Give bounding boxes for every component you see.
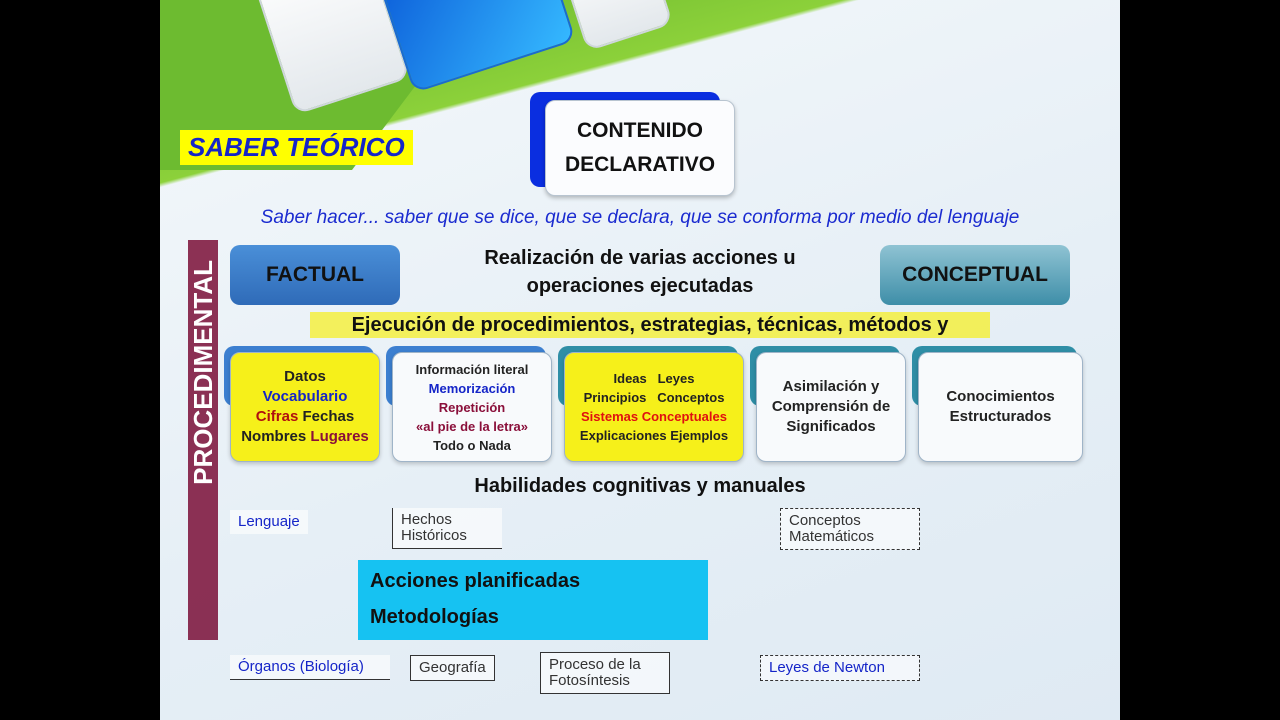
nombres: Nombres bbox=[241, 428, 307, 445]
sistemas-conceptuales: Sistemas Conceptuales bbox=[581, 409, 727, 424]
info-literal: Información literal bbox=[415, 361, 529, 377]
factual-label: FACTUAL bbox=[266, 263, 364, 286]
ejemplos: Ejemplos bbox=[670, 428, 729, 443]
asimilacion-card: Asimilación y Comprensión de Significado… bbox=[756, 352, 906, 462]
title-line2: DECLARATIVO bbox=[564, 153, 716, 176]
overlay-habilidades: Habilidades cognitivas y manuales bbox=[474, 475, 806, 497]
lugares: Lugares bbox=[310, 428, 369, 445]
conceptos: Conceptos bbox=[657, 390, 725, 405]
leyes: Leyes bbox=[657, 371, 695, 386]
informacion-card: Información literal Memorización Repetic… bbox=[392, 352, 552, 462]
example-matematicos: Conceptos Matemáticos bbox=[780, 508, 920, 550]
cifras: Cifras bbox=[255, 408, 299, 425]
overlay-acciones: Acciones planificadas bbox=[370, 570, 581, 592]
saber-label: SABER TEÓRICO bbox=[180, 130, 413, 165]
fechas: Fechas bbox=[302, 408, 355, 425]
ideas: Ideas bbox=[613, 371, 647, 386]
vertical-banner bbox=[188, 240, 218, 640]
example-geografia: Geografía bbox=[410, 655, 495, 681]
vocabulario: Vocabulario bbox=[262, 388, 348, 405]
datos-title: Datos bbox=[284, 368, 326, 385]
explicaciones: Explicaciones bbox=[579, 428, 667, 443]
example-lenguaje: Lenguaje bbox=[230, 510, 308, 534]
todo-o-nada: Todo o Nada bbox=[433, 437, 511, 453]
al-pie-de-la-letra: «al pie de la letra» bbox=[415, 418, 528, 434]
overlay-realizacion: Realización de varias acciones u operaci… bbox=[484, 247, 796, 297]
acciones-box bbox=[358, 560, 708, 640]
title-box: CONTENIDO DECLARATIVO bbox=[545, 100, 735, 196]
estructurados-text: Conocimientos Estructurados bbox=[946, 388, 1055, 425]
conceptual-label: CONCEPTUAL bbox=[902, 263, 1048, 286]
ideas-card: Ideas Leyes Principios Conceptos Sistema… bbox=[564, 352, 744, 462]
example-newton: Leyes de Newton bbox=[760, 655, 920, 681]
example-fotosintesis: Proceso de la Fotosíntesis bbox=[540, 652, 670, 694]
overlay-metodologias: Metodologías bbox=[370, 606, 499, 628]
title-line1: CONTENIDO bbox=[577, 119, 703, 142]
overlay-ejecucion: Ejecución de procedimientos, estrategias… bbox=[310, 312, 990, 338]
principios: Principios bbox=[583, 390, 647, 405]
example-hechos: Hechos Históricos bbox=[392, 508, 502, 549]
asimilacion-text: Asimilación y Comprensión de Significado… bbox=[771, 378, 891, 435]
slide: PROCEDIMENTAL CONTENIDO DECLARATIVO SABE… bbox=[160, 0, 1120, 720]
subtitle: Saber hacer... saber que se dice, que se… bbox=[260, 207, 1020, 228]
estructurados-card: Conocimientos Estructurados bbox=[918, 352, 1083, 462]
example-organos: Órganos (Biología) bbox=[230, 655, 390, 680]
conceptual-box: CONCEPTUAL bbox=[880, 245, 1070, 305]
vertical-banner-text: PROCEDIMENTAL bbox=[188, 260, 218, 485]
datos-card: Datos Vocabulario Cifras Fechas Nombres … bbox=[230, 352, 380, 462]
repeticion: Repetición bbox=[438, 399, 506, 415]
factual-box: FACTUAL bbox=[230, 245, 400, 305]
memorizacion: Memorización bbox=[428, 380, 516, 396]
